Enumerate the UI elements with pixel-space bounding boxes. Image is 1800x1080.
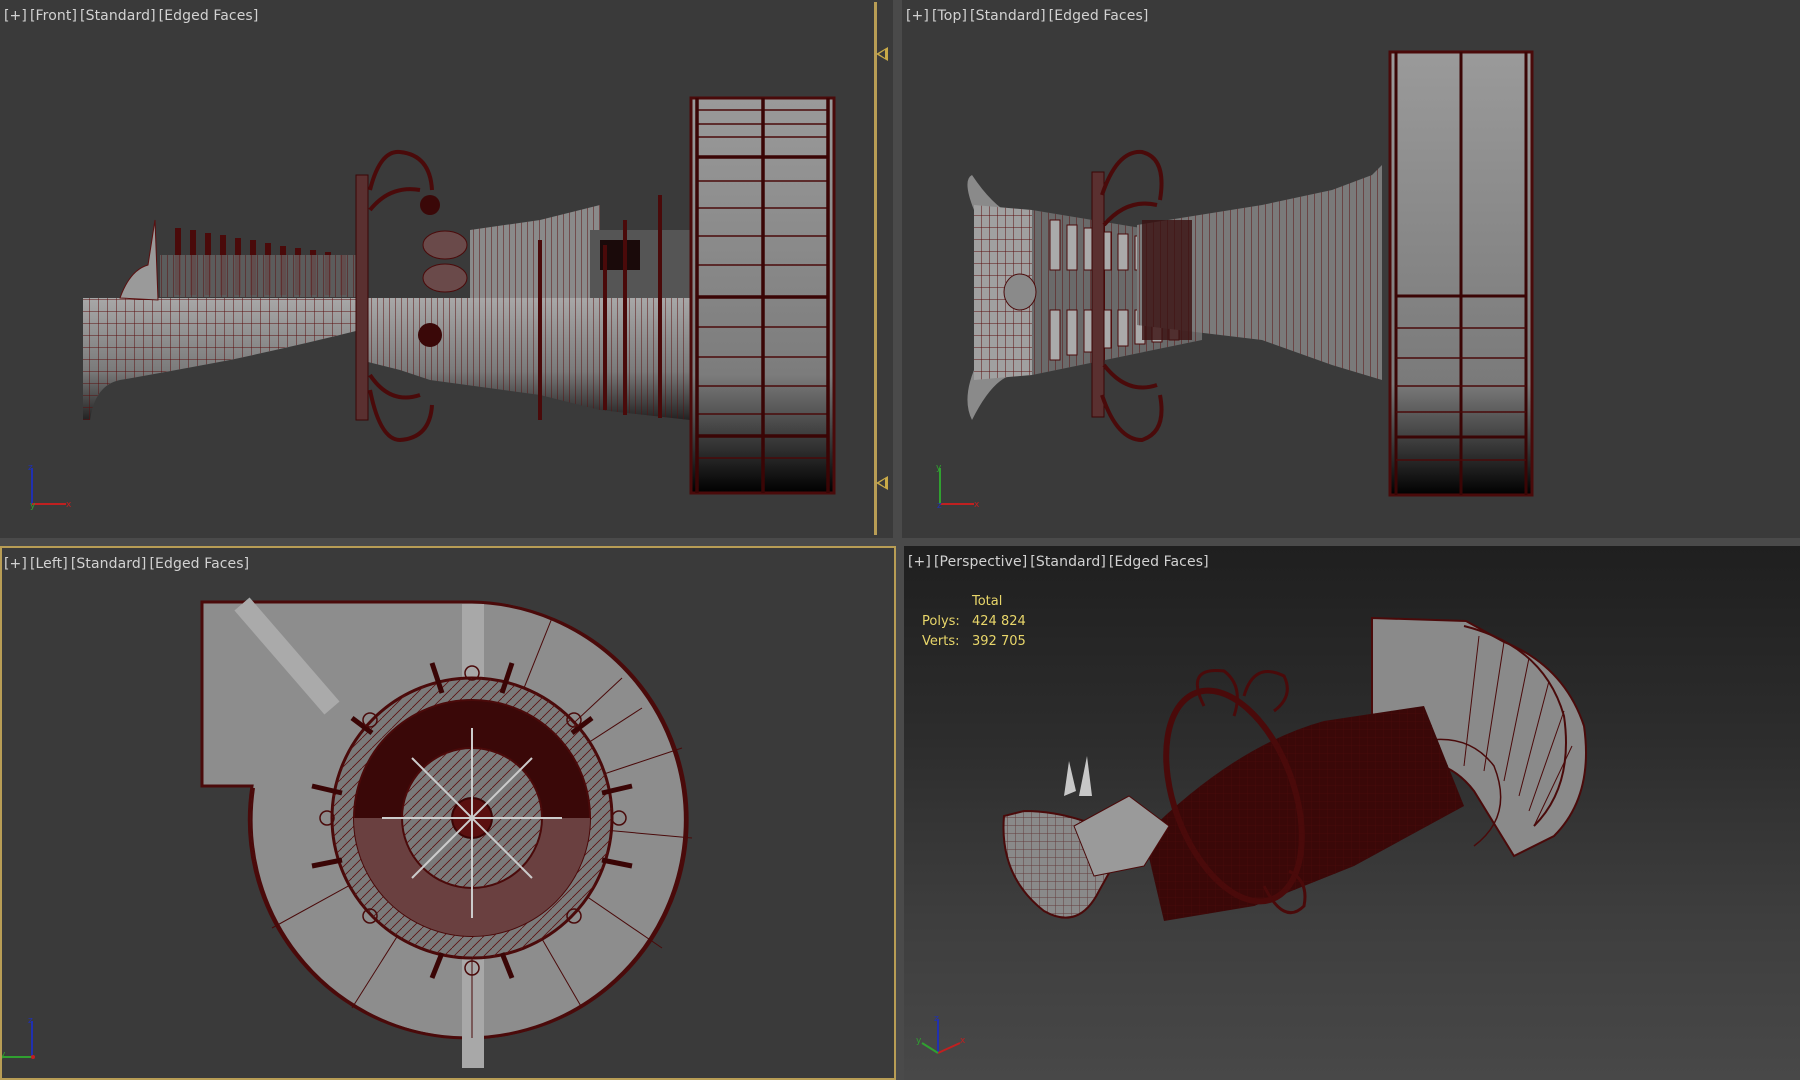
shading-mode-button[interactable]: [Standard] [970,8,1046,24]
svg-text:z: z [934,1014,939,1024]
display-mode-button[interactable]: [Edged Faces] [158,8,259,24]
view-type-button[interactable]: [Front] [29,8,78,24]
shading-mode-button[interactable]: [Standard] [1030,554,1106,570]
display-mode-button[interactable]: [Edged Faces] [1108,554,1209,570]
svg-text:y: y [0,1050,6,1060]
display-mode-button[interactable]: [Edged Faces] [149,556,250,572]
verts-value: 392 705 [972,634,1026,649]
axis-gizmo-icon: z y [0,1016,35,1060]
svg-text:y: y [30,501,36,510]
viewport-menu-button[interactable]: [+] [908,554,931,570]
svg-text:z: z [28,463,33,473]
svg-text:x: x [974,500,980,510]
stats-header: Total [972,594,1003,609]
viewport-menu-button[interactable]: [+] [906,8,929,24]
engine-model-front [83,96,836,495]
viewport-perspective[interactable]: [+][Perspective][Standard][Edged Faces] … [904,546,1800,1080]
slice-plane-handle[interactable] [874,2,877,535]
svg-text:y: y [936,463,942,473]
engine-model-left [200,597,693,1068]
axis-gizmo-icon: y z x [936,463,980,510]
svg-text:z: z [28,1016,33,1026]
shading-mode-button[interactable]: [Standard] [80,8,156,24]
polys-label: Polys: [922,614,960,629]
svg-text:x: x [66,500,72,510]
view-type-button[interactable]: [Perspective] [933,554,1028,570]
viewport-menu-button[interactable]: [+] [4,556,27,572]
axis-gizmo-icon: z x y [916,1014,966,1054]
viewport-label-left[interactable]: [+][Left][Standard][Edged Faces] [4,556,252,572]
view-type-button[interactable]: [Left] [29,556,68,572]
slice-marker-top-icon[interactable] [876,47,888,61]
slice-marker-bottom-icon[interactable] [876,476,888,490]
svg-text:y: y [916,1036,922,1046]
viewport-left[interactable]: [+][Left][Standard][Edged Faces] z y [0,546,896,1080]
polys-value: 424 824 [972,614,1026,629]
viewport-top[interactable]: [+][Top][Standard][Edged Faces] y z x [902,0,1800,538]
shading-mode-button[interactable]: [Standard] [70,556,147,572]
scene-statistics: Total Polys: 424 824 Verts: 392 705 [922,592,1026,652]
viewport-menu-button[interactable]: [+] [4,8,27,24]
engine-model-perspective [1002,616,1587,921]
engine-model-top [967,50,1534,497]
viewport-label-top[interactable]: [+][Top][Standard][Edged Faces] [906,8,1151,24]
viewport-label-perspective[interactable]: [+][Perspective][Standard][Edged Faces] [908,554,1212,570]
viewport-label-front[interactable]: [+][Front][Standard][Edged Faces] [4,8,261,24]
svg-text:x: x [960,1036,966,1046]
display-mode-button[interactable]: [Edged Faces] [1048,8,1149,24]
view-type-button[interactable]: [Top] [931,8,968,24]
verts-label: Verts: [922,634,960,649]
viewport-front[interactable]: [+][Front][Standard][Edged Faces] z y x [0,0,893,538]
axis-gizmo-icon: z y x [28,463,72,510]
svg-text:z: z [937,501,942,510]
